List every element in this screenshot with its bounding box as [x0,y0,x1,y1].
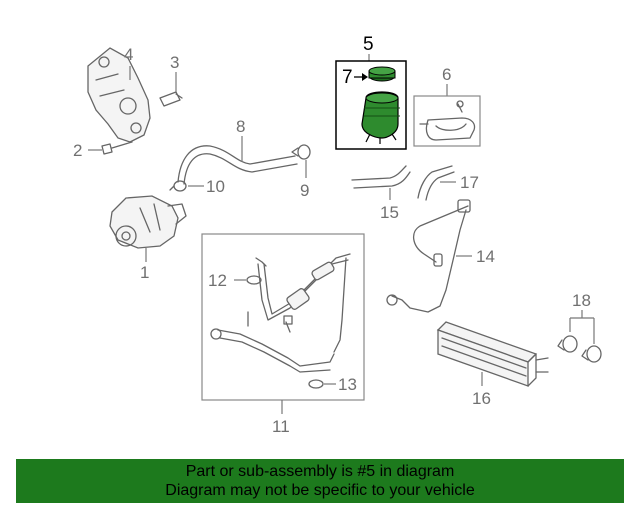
part-8-hose[interactable] [177,145,298,185]
callout-8: 8 [236,117,245,136]
part-18-clamps[interactable] [557,335,602,363]
callout-3: 3 [170,53,179,72]
part-12-oring[interactable] [246,275,262,285]
part-4-bracket[interactable] [87,47,151,143]
part-6-box [413,95,481,147]
part-11-line-assembly[interactable] [210,253,351,373]
part-17-hose[interactable] [417,165,455,201]
callout-9: 9 [300,181,309,200]
part-14-pressure-line[interactable] [386,199,471,313]
part-2-bolt[interactable] [101,141,133,155]
part-5-box [335,60,407,150]
callout-10: 10 [206,177,225,196]
banner-line-2: Diagram may not be specific to your vehi… [165,482,475,499]
callout-16: 16 [472,389,491,408]
banner-line-1: Part or sub-assembly is #5 in diagram [185,463,455,480]
part-3-bolt[interactable] [159,91,183,107]
callout-17: 17 [460,173,479,192]
part-6-bracket[interactable] [419,100,476,141]
parts-diagram: 4 3 2 8 9 10 1 5 [73,34,602,436]
part-16-cooler[interactable] [436,321,549,387]
part-1-pump[interactable] [109,195,187,249]
callout-15: 15 [380,203,399,222]
callout-14: 14 [476,247,495,266]
part-5-reservoir[interactable] [361,66,400,144]
callout-12: 12 [208,271,227,290]
callout-13: 13 [338,375,357,394]
part-13-oring[interactable] [308,379,324,389]
part-10-clamp[interactable] [169,180,187,192]
part-15-hose[interactable] [351,165,411,189]
info-banner: Part or sub-assembly is #5 in diagram Di… [16,459,624,503]
callout-2: 2 [73,141,82,160]
callout-7: 7 [342,67,353,88]
part-9-clamp[interactable] [291,144,311,160]
callout-4: 4 [124,45,133,64]
callout-11: 11 [272,417,290,436]
callout-5: 5 [363,34,374,55]
part-11-box [201,233,365,401]
callout-1: 1 [140,263,149,282]
callout-6: 6 [442,65,451,84]
callout-18: 18 [572,291,591,310]
